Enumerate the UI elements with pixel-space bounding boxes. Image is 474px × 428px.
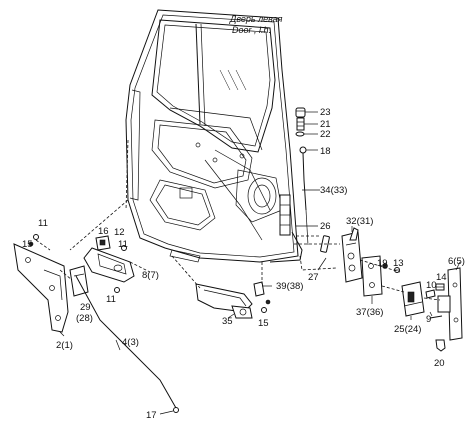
- callout-25-24: 25(24): [394, 324, 421, 335]
- assembly-guide-lines: [35, 199, 441, 301]
- part-22-washer: [295, 131, 305, 137]
- callout-13: 13: [393, 258, 404, 269]
- callout-32-31: 32(31): [346, 216, 373, 227]
- callout-23: 23: [320, 107, 331, 118]
- callout-15-b: 15: [258, 318, 269, 329]
- callout-4-3: 4(3): [122, 337, 139, 348]
- part-6-hinge: [437, 267, 463, 341]
- callout-18: 18: [320, 146, 331, 157]
- part-23-knob: [295, 107, 306, 118]
- part-21-sleeve: [296, 117, 305, 131]
- part-15-screw-b: [265, 299, 271, 305]
- part-35-outer-handle: [195, 283, 253, 319]
- callout-12: 12: [114, 227, 125, 238]
- leader-lines: [59, 111, 461, 415]
- callout-21: 21: [320, 119, 331, 130]
- callout-39-38: 39(38): [276, 281, 303, 292]
- part-9-pin: [429, 315, 443, 319]
- part-10-screw: [425, 289, 436, 299]
- part-25-striker: [401, 281, 425, 317]
- door-frame: [125, 9, 299, 263]
- part-4-release-rod: [75, 275, 179, 413]
- part-16-bezel: [95, 235, 111, 251]
- part-37-striker-plate: [361, 255, 383, 297]
- callout-17: 17: [146, 410, 157, 421]
- callout-22: 22: [320, 129, 331, 140]
- callout-6-5: 6(5): [448, 256, 465, 267]
- part-14-screw: [435, 283, 445, 291]
- callout-37-36: 37(36): [356, 307, 383, 318]
- part-2-hinge-plate: [13, 243, 69, 333]
- callout-29: 29: [80, 302, 91, 313]
- part-26-rod: [269, 209, 309, 263]
- part-12-screw: [121, 245, 127, 251]
- part-18-rod: [299, 146, 307, 211]
- part-32-door-lock: [341, 227, 363, 283]
- callout-9: 9: [426, 314, 431, 325]
- callout-16: 16: [98, 226, 109, 237]
- part-15-screw-a: [28, 241, 34, 247]
- part-20-cap: [435, 339, 446, 352]
- part-11-screw-a: [33, 234, 39, 240]
- diagram-title-ru: Дверь левая: [229, 14, 283, 24]
- callout-14: 14: [436, 272, 447, 283]
- callout-2-1: 2(1): [56, 340, 73, 351]
- part-11-screw-b: [114, 287, 120, 293]
- callout-15-a: 15: [22, 239, 33, 250]
- callout-19: 19: [377, 258, 388, 269]
- part-11-screw-c: [261, 307, 267, 313]
- diagram-title-en: Door , l.h.: [232, 25, 271, 35]
- part-8-inner-handle: [83, 247, 135, 283]
- callout-8-7: 8(7): [142, 270, 159, 281]
- callout-28: (28): [76, 313, 93, 324]
- callout-35: 35: [222, 316, 233, 327]
- callout-20: 20: [434, 358, 445, 369]
- part-39-bracket: [253, 281, 265, 297]
- callout-27: 27: [308, 272, 319, 283]
- callout-10: 10: [426, 280, 437, 291]
- callout-26: 26: [320, 221, 331, 232]
- callout-11-a: 11: [38, 218, 48, 229]
- part-19-screw: [382, 263, 388, 269]
- callout-34-33: 34(33): [320, 185, 347, 196]
- callout-11-c: 11: [106, 294, 116, 305]
- callout-11-b: 11: [118, 239, 128, 250]
